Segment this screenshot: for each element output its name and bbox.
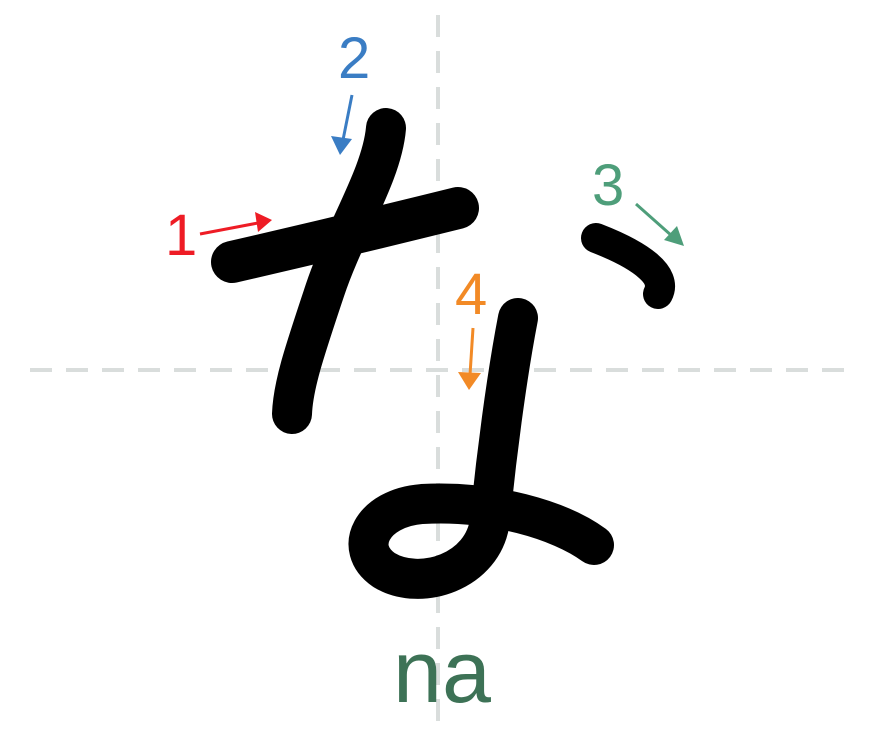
stroke-number-1: 1 <box>165 203 197 268</box>
stroke-2 <box>272 108 406 434</box>
arrowhead-icon <box>331 136 352 155</box>
romaji-label: na <box>393 622 491 721</box>
arrow-icon <box>635 202 673 238</box>
stroke-label-1: 1 <box>165 203 272 268</box>
stroke-label-4: 4 <box>455 262 487 390</box>
arrowhead-icon <box>664 226 684 246</box>
stroke-3 <box>581 223 675 309</box>
arrowhead-icon <box>255 212 272 232</box>
stroke-number-2: 2 <box>338 26 370 91</box>
stroke-number-3: 3 <box>592 153 624 218</box>
stroke-number-4: 4 <box>455 262 487 327</box>
stroke-label-3: 3 <box>592 153 684 246</box>
stroke-label-2: 2 <box>331 26 370 155</box>
arrowhead-icon <box>458 372 481 390</box>
arrow-icon <box>341 94 354 141</box>
stroke-4 <box>348 298 614 599</box>
arrow-icon <box>468 327 475 376</box>
arrow-icon <box>199 221 259 236</box>
